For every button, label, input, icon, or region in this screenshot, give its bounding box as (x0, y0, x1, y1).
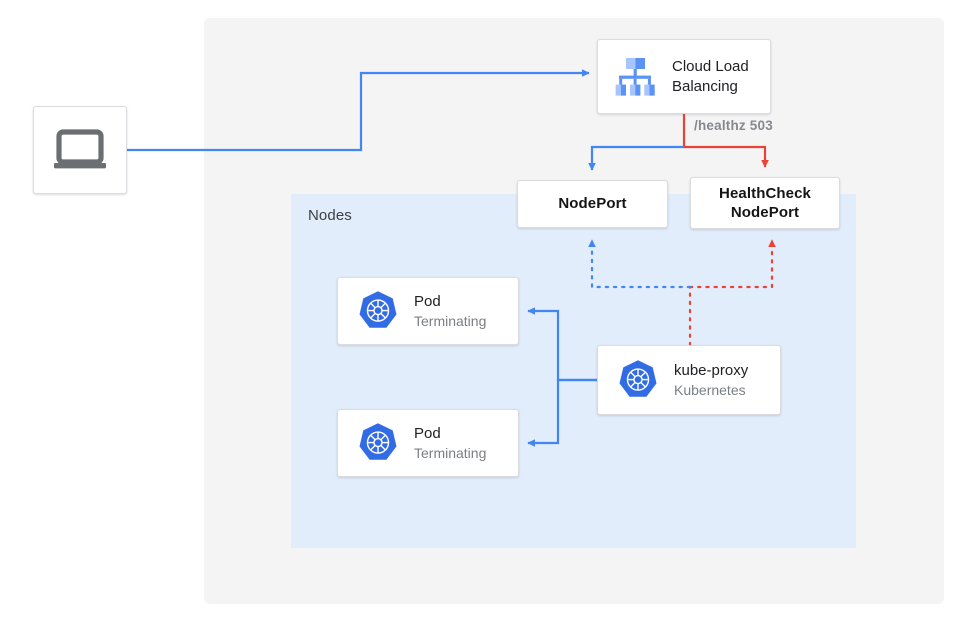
laptop-icon (52, 128, 108, 172)
pod-2-title: Pod (414, 424, 441, 442)
nodeport-node[interactable]: NodePort (517, 180, 668, 228)
cloud-load-balancing-label: Cloud Load Balancing (672, 57, 749, 97)
cloud-load-balancing-icon (608, 50, 662, 104)
cloud-load-balancing-node[interactable]: Cloud Load Balancing (597, 39, 771, 114)
kubernetes-icon (352, 285, 404, 337)
healthz-edge-label: /healthz 503 (694, 118, 773, 133)
kubernetes-icon (612, 354, 664, 406)
nodes-panel-label: Nodes (308, 207, 352, 224)
pod-node-2[interactable]: Pod Terminating (337, 409, 519, 477)
pod-2-labels: Pod Terminating (414, 424, 486, 463)
client-node[interactable] (33, 106, 127, 194)
pod-1-status: Terminating (414, 312, 487, 329)
nodeport-label: NodePort (558, 195, 627, 213)
pod-2-status: Terminating (414, 444, 487, 461)
pod-1-title: Pod (414, 292, 441, 310)
clb-label-line-1: Cloud Load (672, 57, 749, 75)
healthcheck-nodeport-label: HealthCheck NodePort (719, 184, 811, 222)
healthcheck-nodeport-node[interactable]: HealthCheck NodePort (690, 177, 840, 229)
kube-proxy-node[interactable]: kube-proxy Kubernetes (597, 345, 781, 415)
kube-proxy-labels: kube-proxy Kubernetes (674, 361, 748, 400)
kubernetes-icon (352, 417, 404, 469)
pod-1-labels: Pod Terminating (414, 292, 486, 331)
kube-proxy-title: kube-proxy (674, 361, 749, 379)
healthcheck-label-line-1: HealthCheck (719, 184, 811, 202)
clb-label-line-2: Balancing (672, 77, 738, 95)
pod-node-1[interactable]: Pod Terminating (337, 277, 519, 345)
kube-proxy-subtitle: Kubernetes (674, 381, 746, 398)
healthcheck-label-line-2: NodePort (730, 204, 800, 221)
